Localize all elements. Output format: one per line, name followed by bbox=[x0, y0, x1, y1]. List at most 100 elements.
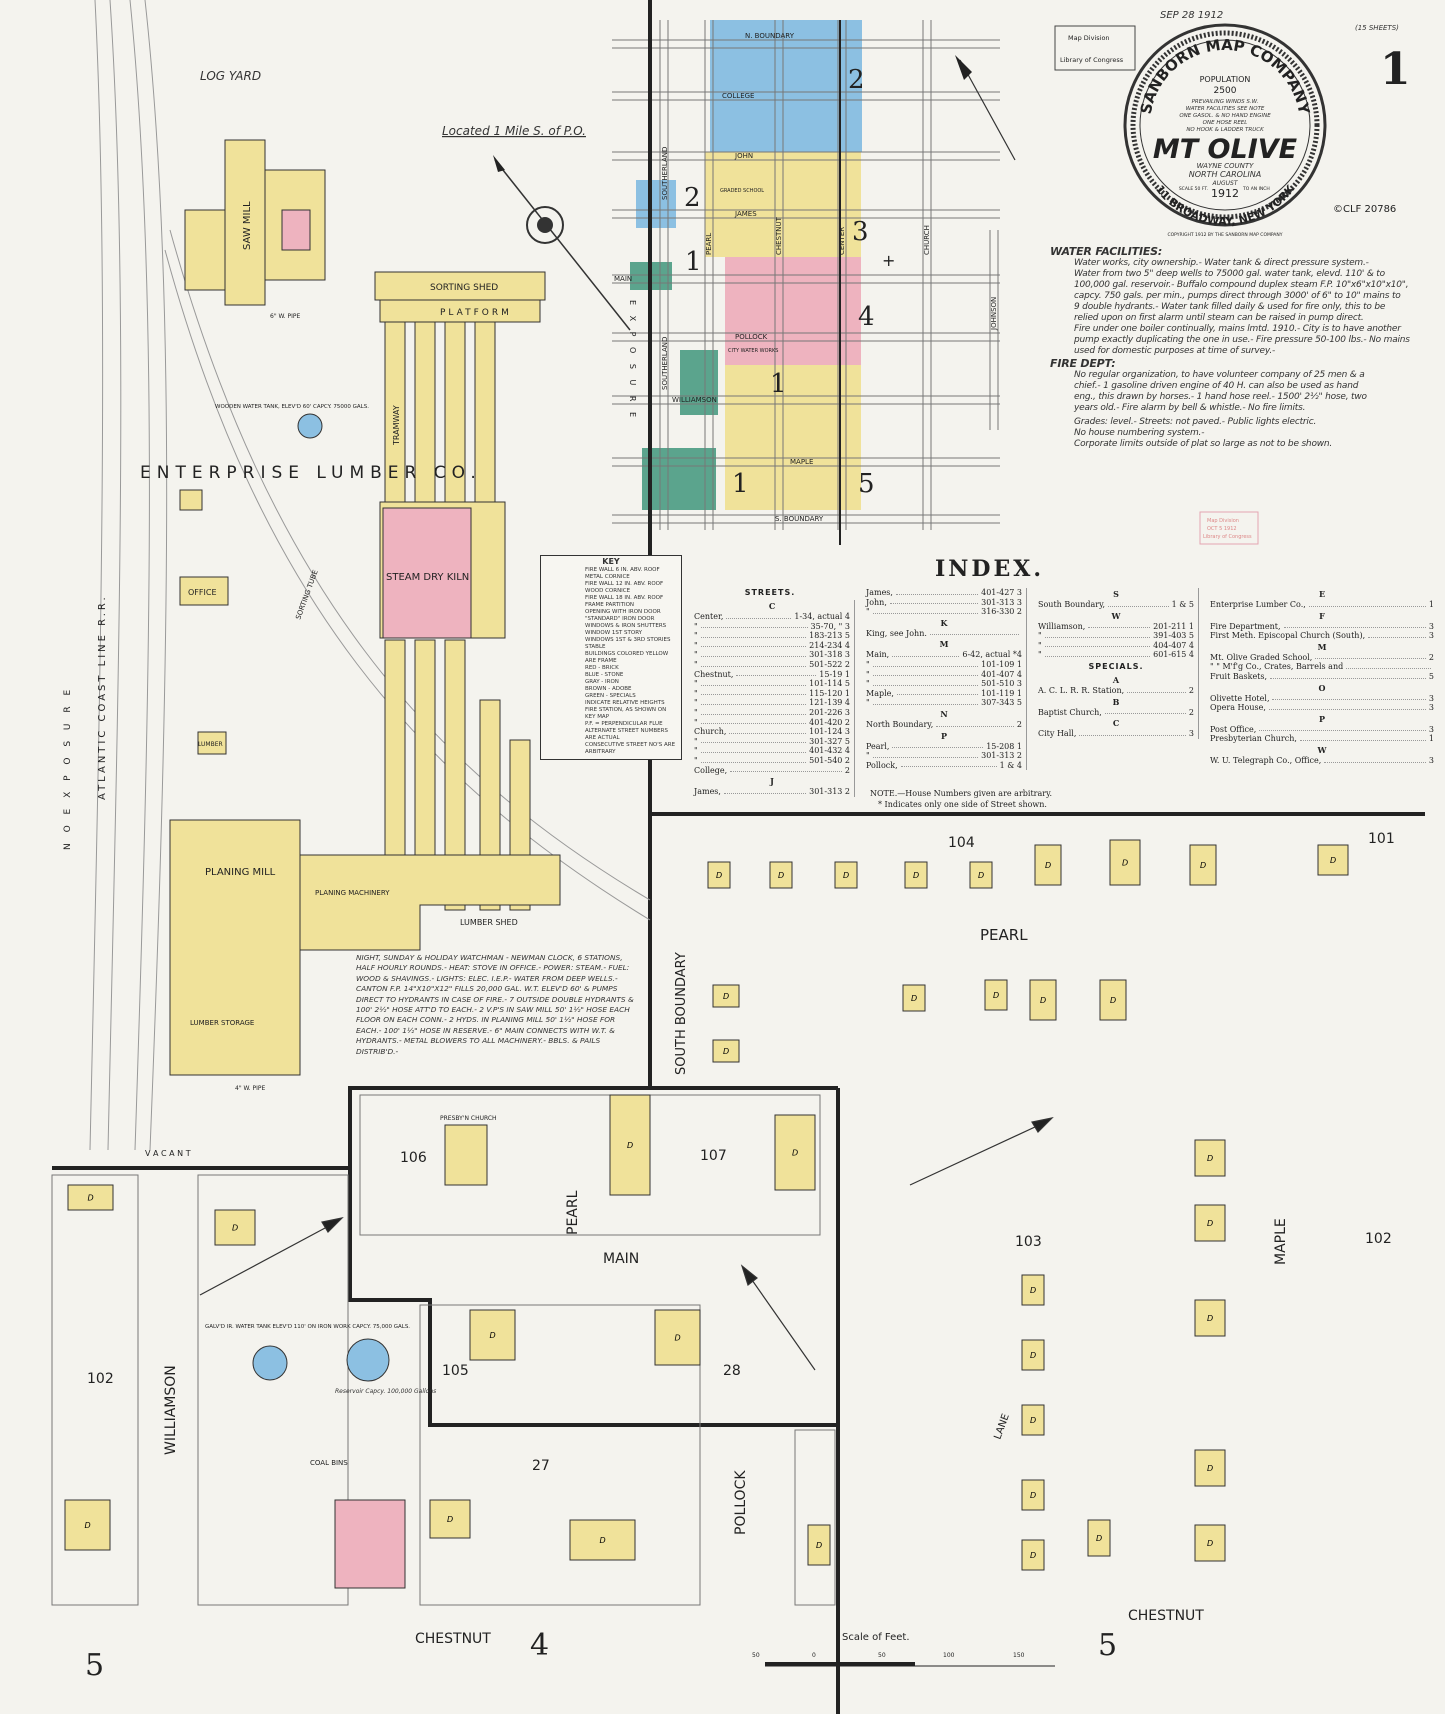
dwelling-label: D bbox=[1030, 1551, 1036, 1560]
index-entry-range-sheet: 601-615 4 bbox=[1153, 650, 1194, 660]
index-entry-name: Chestnut, bbox=[694, 669, 734, 679]
index-entry-name: " bbox=[694, 659, 698, 669]
index-entry-range-sheet: 1 & 4 bbox=[999, 760, 1022, 770]
index-entry-name: Opera House, bbox=[1210, 703, 1266, 713]
index-leader bbox=[700, 641, 807, 648]
index-entry-name: Pearl, bbox=[866, 741, 890, 751]
index-leader bbox=[1108, 600, 1169, 607]
street-pearl-mid: PEARL bbox=[565, 1190, 581, 1235]
index-entry-range-sheet: 301-318 3 bbox=[809, 650, 850, 660]
index-leader bbox=[936, 720, 1014, 727]
index-entry-name: " bbox=[694, 640, 698, 650]
index-entry-name: " bbox=[694, 679, 698, 689]
dwelling-building bbox=[429, 1499, 471, 1539]
index-entry-range-sheet: 401-420 2 bbox=[809, 717, 850, 727]
dwelling-building bbox=[1021, 1274, 1045, 1306]
index-entry: College,2 bbox=[694, 766, 850, 776]
dwelling-label: D bbox=[85, 1521, 91, 1530]
index-entry: King, see John. bbox=[866, 629, 1022, 639]
dwelling-building bbox=[64, 1499, 111, 1551]
street-maple: MAPLE bbox=[1273, 1218, 1289, 1265]
sanborn-cartouche: SANBORN MAP COMPANY 11 BROADWAY, NEW YOR… bbox=[1123, 23, 1327, 238]
index-entry: "307-343 5 bbox=[866, 698, 1022, 708]
platform-label: PLATFORM bbox=[440, 308, 512, 318]
saw-mill-label: SAW MILL bbox=[242, 201, 253, 250]
index-entry: "183-213 5 bbox=[694, 631, 850, 641]
north-arrow-icons bbox=[199, 1117, 1054, 1371]
key-sheet-ref-1-mid: 1 bbox=[770, 369, 787, 399]
index-leader bbox=[1270, 672, 1426, 679]
index-leader bbox=[872, 698, 979, 705]
plant-fire-protection-note: Night, Sunday & holiday watchman - Newma… bbox=[356, 953, 634, 1056]
lumber-plant: ATLANTIC COAST LINE R.R. N O E X P O S U… bbox=[63, 0, 651, 1158]
index-leader bbox=[872, 679, 979, 686]
cartouche-population-label: POPULATION bbox=[1200, 75, 1251, 84]
water-works-brick-building bbox=[334, 1499, 406, 1589]
index-entry: Fruit Baskets,5 bbox=[1210, 672, 1434, 682]
dwelling-building bbox=[1099, 979, 1127, 1021]
block-101: 101 bbox=[1368, 831, 1395, 847]
key-line: STABLE bbox=[585, 644, 606, 650]
index-entry-name: W. U. Telegraph Co., Office, bbox=[1210, 755, 1322, 765]
water-note-line: Water from two 5" deep wells to 75000 ga… bbox=[1074, 269, 1385, 279]
dwelling-label: D bbox=[1110, 996, 1116, 1005]
key-line: METAL CORNICE bbox=[585, 574, 630, 580]
dwelling-building bbox=[1034, 844, 1062, 886]
water-note-line: Fire under one boiler continually, mains… bbox=[1074, 324, 1401, 334]
sheet-ref-5-right: 5 bbox=[1098, 1628, 1117, 1663]
index-leader bbox=[700, 737, 807, 744]
water-note-line: relied upon on first alarm until steam c… bbox=[1074, 313, 1364, 323]
index-leader bbox=[872, 607, 979, 614]
key-line: "STANDARD" IRON DOOR bbox=[585, 616, 655, 622]
key-title: KEY bbox=[602, 557, 620, 566]
key-line: P.F. = PERPENDICULAR FLUE bbox=[585, 721, 663, 727]
cartouche-year: 1912 bbox=[1211, 187, 1239, 200]
dry-kiln-label: STEAM DRY KILN bbox=[386, 572, 469, 583]
key-exposure-label: E X P O S U R E bbox=[628, 300, 637, 421]
block-102-left: 102 bbox=[87, 1371, 114, 1387]
cartouche-line: WATER FACILITIES SEE NOTE bbox=[1186, 106, 1265, 112]
index-entry-name: " bbox=[694, 698, 698, 708]
index-entry: "214-234 4 bbox=[694, 641, 850, 651]
index-leader bbox=[1259, 725, 1426, 732]
key-line: WOOD CORNICE bbox=[585, 588, 631, 594]
enterprise-lumber-co-label: ENTERPRISE LUMBER CO. bbox=[140, 463, 482, 483]
block-104: 104 bbox=[948, 835, 975, 851]
dwelling-label: D bbox=[1122, 859, 1128, 868]
key-sheet-ref-2-west: 2 bbox=[684, 183, 701, 213]
index-leader bbox=[736, 670, 817, 677]
block-numbers: 104 101 106 107 105 28 27 102 103 102 5 … bbox=[85, 831, 1395, 1683]
index-entry-range-sheet: 201-211 1 bbox=[1153, 621, 1194, 631]
office-label: OFFICE bbox=[188, 588, 217, 597]
key-street-church: CHURCH bbox=[923, 225, 931, 255]
index-leader bbox=[895, 588, 979, 595]
index-entry: W. U. Telegraph Co., Office,3 bbox=[1210, 756, 1434, 766]
cartouche-scale: SCALE 50 FT. bbox=[1179, 186, 1208, 192]
map-division-stamp: Map Division bbox=[1068, 34, 1110, 42]
no-exposure-left-label: N O E X P O S U R E bbox=[63, 686, 73, 850]
key-line: FRAME PARTITION bbox=[585, 602, 635, 608]
key-line: FIRE WALL 6 IN. ABV. ROOF bbox=[585, 567, 660, 573]
index-letter: P bbox=[940, 730, 947, 741]
index-leader bbox=[1315, 653, 1426, 660]
key-line: FIRE WALL 12 IN. ABV. ROOF bbox=[585, 581, 664, 587]
index-entry: James,301-313 2 bbox=[694, 787, 850, 797]
index-leader bbox=[726, 612, 792, 619]
general-note-line: No house numbering system.- bbox=[1074, 428, 1205, 438]
index-entry-range-sheet: 301-313 2 bbox=[981, 751, 1022, 761]
index-entry-range-sheet: 501-510 3 bbox=[981, 679, 1022, 689]
key-street-williamson: WILLIAMSON bbox=[672, 396, 717, 404]
index-entry-name: City Hall, bbox=[1038, 729, 1077, 739]
vacant-label: V A C A N T bbox=[145, 1149, 191, 1158]
fire-note-line: eng., this drawn by horses.- 1 hand hose… bbox=[1074, 392, 1367, 402]
index-entry-range-sheet: 3 bbox=[1428, 621, 1434, 631]
key-line: INDICATE RELATIVE HEIGHTS bbox=[585, 700, 665, 706]
index-entry-name: Post Office, bbox=[1210, 724, 1257, 734]
reservoir bbox=[346, 1338, 390, 1382]
dwelling-building bbox=[984, 979, 1008, 1011]
index-entry-name: South Boundary, bbox=[1038, 600, 1106, 609]
index-entry: "101-109 1 bbox=[866, 660, 1022, 670]
index-leader bbox=[700, 622, 808, 629]
